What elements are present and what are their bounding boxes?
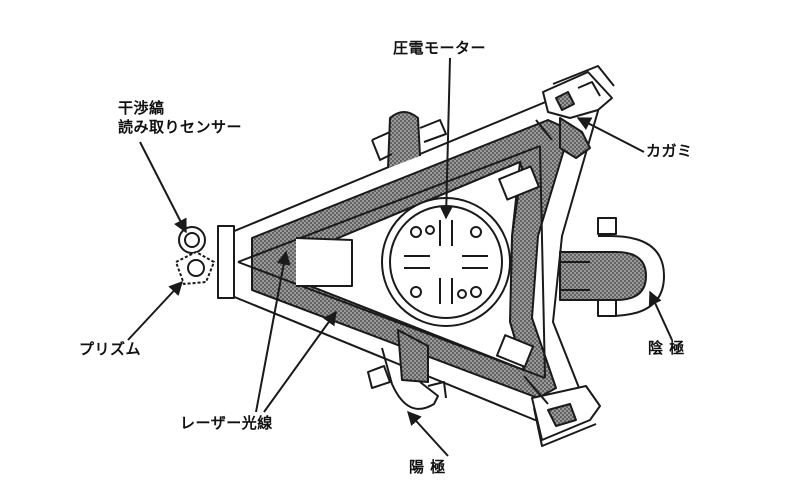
prism: [175, 226, 215, 285]
cathode-label: 陰 極: [648, 339, 685, 357]
laser-label: レーザー光線: [180, 414, 273, 432]
arrow-cathode: [648, 290, 673, 341]
cathode-assembly: [559, 217, 665, 317]
arrow-mirror: [576, 117, 645, 153]
mirror-label: カガミ: [646, 142, 693, 160]
lower-right-element: [495, 334, 535, 368]
laser-beam-upper: [237, 145, 541, 263]
anode-label: 陽 極: [409, 458, 446, 476]
laser-beam-lower: [237, 261, 546, 379]
piezo-motor-disc: [381, 197, 511, 327]
arrow-prism: [127, 280, 183, 341]
prism-label: プリズム: [79, 340, 142, 358]
anode-assembly: [367, 329, 447, 410]
laser-beam-side: [539, 145, 546, 379]
top-mirror-housing: [535, 65, 615, 159]
sensor-label-line1: 干渉縞: [118, 99, 165, 117]
prism-mount-block: [217, 225, 235, 299]
arrow-laser-1: [255, 250, 291, 413]
arrow-laser-2: [263, 310, 337, 413]
motor-label: 圧電モーター: [393, 39, 487, 57]
upper-electrode-lug: [371, 111, 447, 169]
sensor-label: 干渉縞 読み取りセンサー: [118, 99, 242, 137]
bottom-mirror-housing: [523, 375, 601, 447]
upper-right-element: [498, 165, 540, 201]
inner-rect-element: [295, 237, 353, 287]
arrow-sensor: [139, 141, 187, 234]
arrow-motor: [439, 57, 454, 220]
arrow-anode: [407, 410, 449, 457]
sensor-label-line2: 読み取りセンサー: [118, 118, 243, 136]
